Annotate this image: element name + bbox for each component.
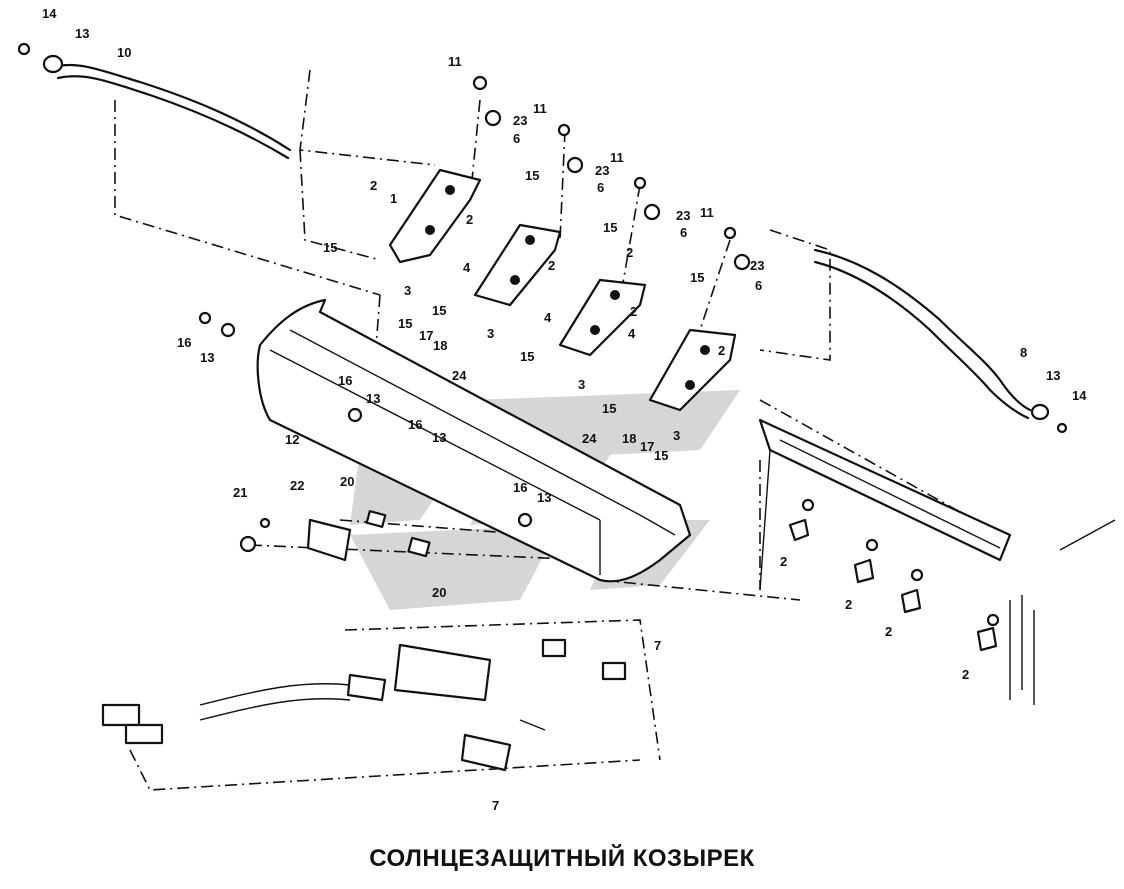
callout-13e: 13 [537,490,551,505]
visor-body-12 [256,298,692,583]
callouts: 14 13 10 11 23 6 11 23 6 11 23 6 11 23 6… [42,6,1087,813]
callout-14a: 14 [42,6,57,21]
rod-10 [17,42,292,160]
callout-21: 21 [233,485,247,500]
callout-3d: 3 [673,428,680,443]
callout-20b: 20 [432,585,446,600]
callout-2d: 2 [626,245,633,260]
callout-7a: 7 [654,638,661,653]
callout-16b: 16 [338,373,352,388]
callout-15d: 15 [432,303,446,318]
callout-15i: 15 [654,448,668,463]
edge-lines [759,449,1116,705]
callout-2i: 2 [885,624,892,639]
callout-15g: 15 [398,316,412,331]
callout-7b: 7 [492,798,499,813]
callout-2c: 2 [548,258,555,273]
rod-8 [813,248,1068,434]
callout-3b: 3 [487,326,494,341]
callout-2b: 2 [466,212,473,227]
callout-6a: 6 [513,131,520,146]
callout-3c: 3 [578,377,585,392]
callout-23a: 23 [513,113,527,128]
callout-23c: 23 [676,208,690,223]
callout-17a: 17 [419,328,433,343]
callout-15c: 15 [603,220,617,235]
callout-15e: 15 [690,270,704,285]
assembly-lines [114,69,1011,791]
callout-14b: 14 [1072,388,1087,403]
callout-23b: 23 [595,163,609,178]
callout-8: 8 [1020,345,1027,360]
callout-11a: 11 [448,54,462,69]
callout-6b: 6 [597,180,604,195]
parts-20-22 [306,510,431,562]
callout-16d: 16 [513,480,527,495]
callout-13b: 13 [200,350,214,365]
callout-15a: 15 [323,240,337,255]
callout-17b: 17 [640,439,654,454]
diagram-caption: СОЛНЦЕЗАЩИТНЫЙ КОЗЫРЕК [369,845,755,872]
callout-13c: 13 [366,391,380,406]
callout-15h: 15 [602,401,616,416]
callout-24b: 24 [582,431,597,446]
bracket-2 [473,223,562,307]
callout-10: 10 [117,45,131,60]
callout-2h: 2 [845,597,852,612]
callout-23d: 23 [750,258,764,273]
visor-right-assembly [758,418,1012,562]
callout-4b: 4 [544,310,552,325]
callout-3a: 3 [404,283,411,298]
callout-2e: 2 [630,304,637,319]
callout-24a: 24 [452,368,467,383]
callout-11b: 11 [533,101,547,116]
callout-2a: 2 [370,178,377,193]
callout-20a: 20 [340,474,354,489]
callout-15f: 15 [520,349,534,364]
callout-16a: 16 [177,335,191,350]
callout-2j: 2 [962,667,969,682]
callout-4a: 4 [463,260,471,275]
callout-13d: 13 [432,430,446,445]
callout-16c: 16 [408,417,422,432]
callout-18b: 18 [622,431,636,446]
parts-diagram: 14 13 10 11 23 6 11 23 6 11 23 6 11 23 6… [17,6,1116,813]
callout-22: 22 [290,478,304,493]
callout-4c: 4 [628,326,636,341]
callout-13f: 13 [1046,368,1060,383]
callout-11d: 11 [700,205,714,220]
fasteners [198,75,1000,627]
callout-2g: 2 [780,554,787,569]
callout-6c: 6 [680,225,687,240]
bracket-4 [648,328,737,412]
lamp-assembly-7 [101,638,627,772]
callout-13a: 13 [75,26,89,41]
callout-2f: 2 [718,343,725,358]
clips-2 [788,518,998,652]
bracket-1 [388,168,482,264]
callout-6d: 6 [755,278,762,293]
callout-1: 1 [390,191,397,206]
callout-12: 12 [285,432,299,447]
callout-18a: 18 [433,338,447,353]
callout-11c: 11 [610,150,624,165]
callout-15b: 15 [525,168,539,183]
bracket-3 [558,278,647,357]
